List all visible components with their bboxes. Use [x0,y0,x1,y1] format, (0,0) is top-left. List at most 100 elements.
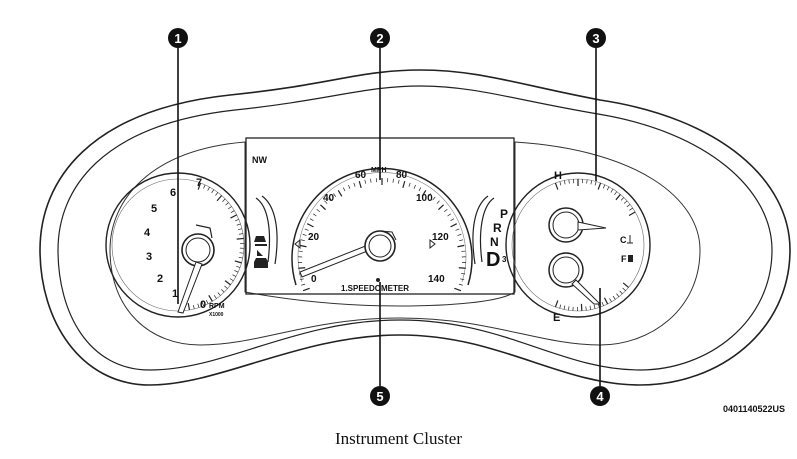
tick-mark [317,209,320,212]
tach-label-3: 3 [146,251,152,263]
tick-mark [621,198,624,201]
tick-mark [310,219,313,221]
tach-label-0: 0 [200,299,206,311]
forward-collision-icon [257,250,263,256]
tick-mark [568,306,569,310]
speedometer-dot [376,278,380,282]
fuel-empty-label: E [553,312,560,324]
fuel-full-label: F [621,254,627,264]
tach-label-6: 6 [170,187,176,199]
cluster-housing-mid [58,86,772,370]
tick-mark [217,196,222,201]
tick-mark [564,306,565,310]
speedo-label-60: 60 [355,170,367,181]
tick-mark [231,211,234,213]
callout-1: 1 [168,28,188,48]
speedometer-display-text: 1.SPEEDOMETER [341,284,409,293]
tick-mark [303,234,307,235]
tick-mark [230,279,233,281]
svg-text:4: 4 [596,389,604,404]
tick-mark [623,288,626,291]
tick-mark [313,214,316,216]
tick-mark [371,179,372,183]
tick-mark [602,302,604,306]
tick-mark [298,268,305,269]
gear-neutral: N [490,235,499,249]
tick-mark [403,181,405,188]
tick-mark [623,283,628,287]
tick-mark [301,284,305,285]
speedometer: 0 20 40 60 80 100 120 140 MPH 1.SPEEDOME… [292,167,472,293]
tick-mark [613,296,615,299]
tick-mark [225,281,231,285]
left-indicator-arc [254,196,277,268]
speedo-label-80: 80 [396,170,408,181]
tick-mark [303,288,310,290]
svg-text:2: 2 [376,31,383,46]
tick-mark [348,185,350,189]
tick-mark [459,268,466,269]
tick-mark [460,279,464,280]
tick-mark [239,257,243,258]
svg-text:3: 3 [592,31,599,46]
speedometer-needle [300,245,370,277]
callout-4: 4 [590,386,610,406]
tick-mark [214,295,216,298]
tick-mark [203,185,205,189]
callout-2: 2 [370,28,390,48]
tach-multiplier: X1000 [209,312,224,318]
tick-mark [320,205,325,210]
tick-mark [616,194,620,199]
gear-selector: P R N D 3 [486,207,508,271]
tick-mark [587,180,588,184]
tick-mark [209,295,213,301]
tick-mark [343,187,345,191]
tachometer-needle-hub [182,234,214,266]
speedo-label-120: 120 [432,232,449,243]
tick-mark [448,214,451,216]
tick-mark [236,266,240,267]
tick-mark [598,183,600,190]
tick-mark [555,183,557,190]
tach-label-7: 7 [196,177,202,189]
tick-mark [393,179,394,183]
tick-mark [459,284,463,285]
tick-mark [224,286,227,289]
svg-text:5: 5 [376,389,383,404]
compass-heading: NW [252,155,267,165]
tick-mark [620,291,623,294]
tick-mark [212,190,214,193]
fuel-needle [572,280,600,304]
tick-mark [454,288,461,290]
tick-mark [228,206,231,208]
tick-mark [616,294,618,297]
tick-mark [305,229,309,231]
tick-mark [237,238,244,239]
tick-mark [451,219,454,221]
temp-fuel-gauge: H C F E [506,170,650,324]
tick-mark [235,261,242,263]
callout-5: 5 [370,386,390,406]
tick-mark [188,303,189,310]
tick-mark [301,240,305,241]
speedo-label-100: 100 [416,193,433,204]
tick-mark [590,306,591,310]
tick-mark [221,289,224,292]
tick-mark [461,251,465,252]
temp-cold-label: C [620,235,627,245]
part-number: 0401140522US [723,404,785,414]
tick-mark [594,305,595,309]
tick-mark [603,185,605,189]
tick-mark [359,181,361,188]
tick-mark [300,245,307,246]
tick-mark [457,245,464,246]
tick-mark [595,182,596,186]
tick-mark [458,234,462,235]
cluster-housing-outer [40,70,790,385]
tick-mark [629,208,632,210]
fuel-pump-icon [628,255,633,262]
tick-mark [198,304,199,308]
temperature-needle [578,222,606,230]
tick-mark [438,205,443,210]
